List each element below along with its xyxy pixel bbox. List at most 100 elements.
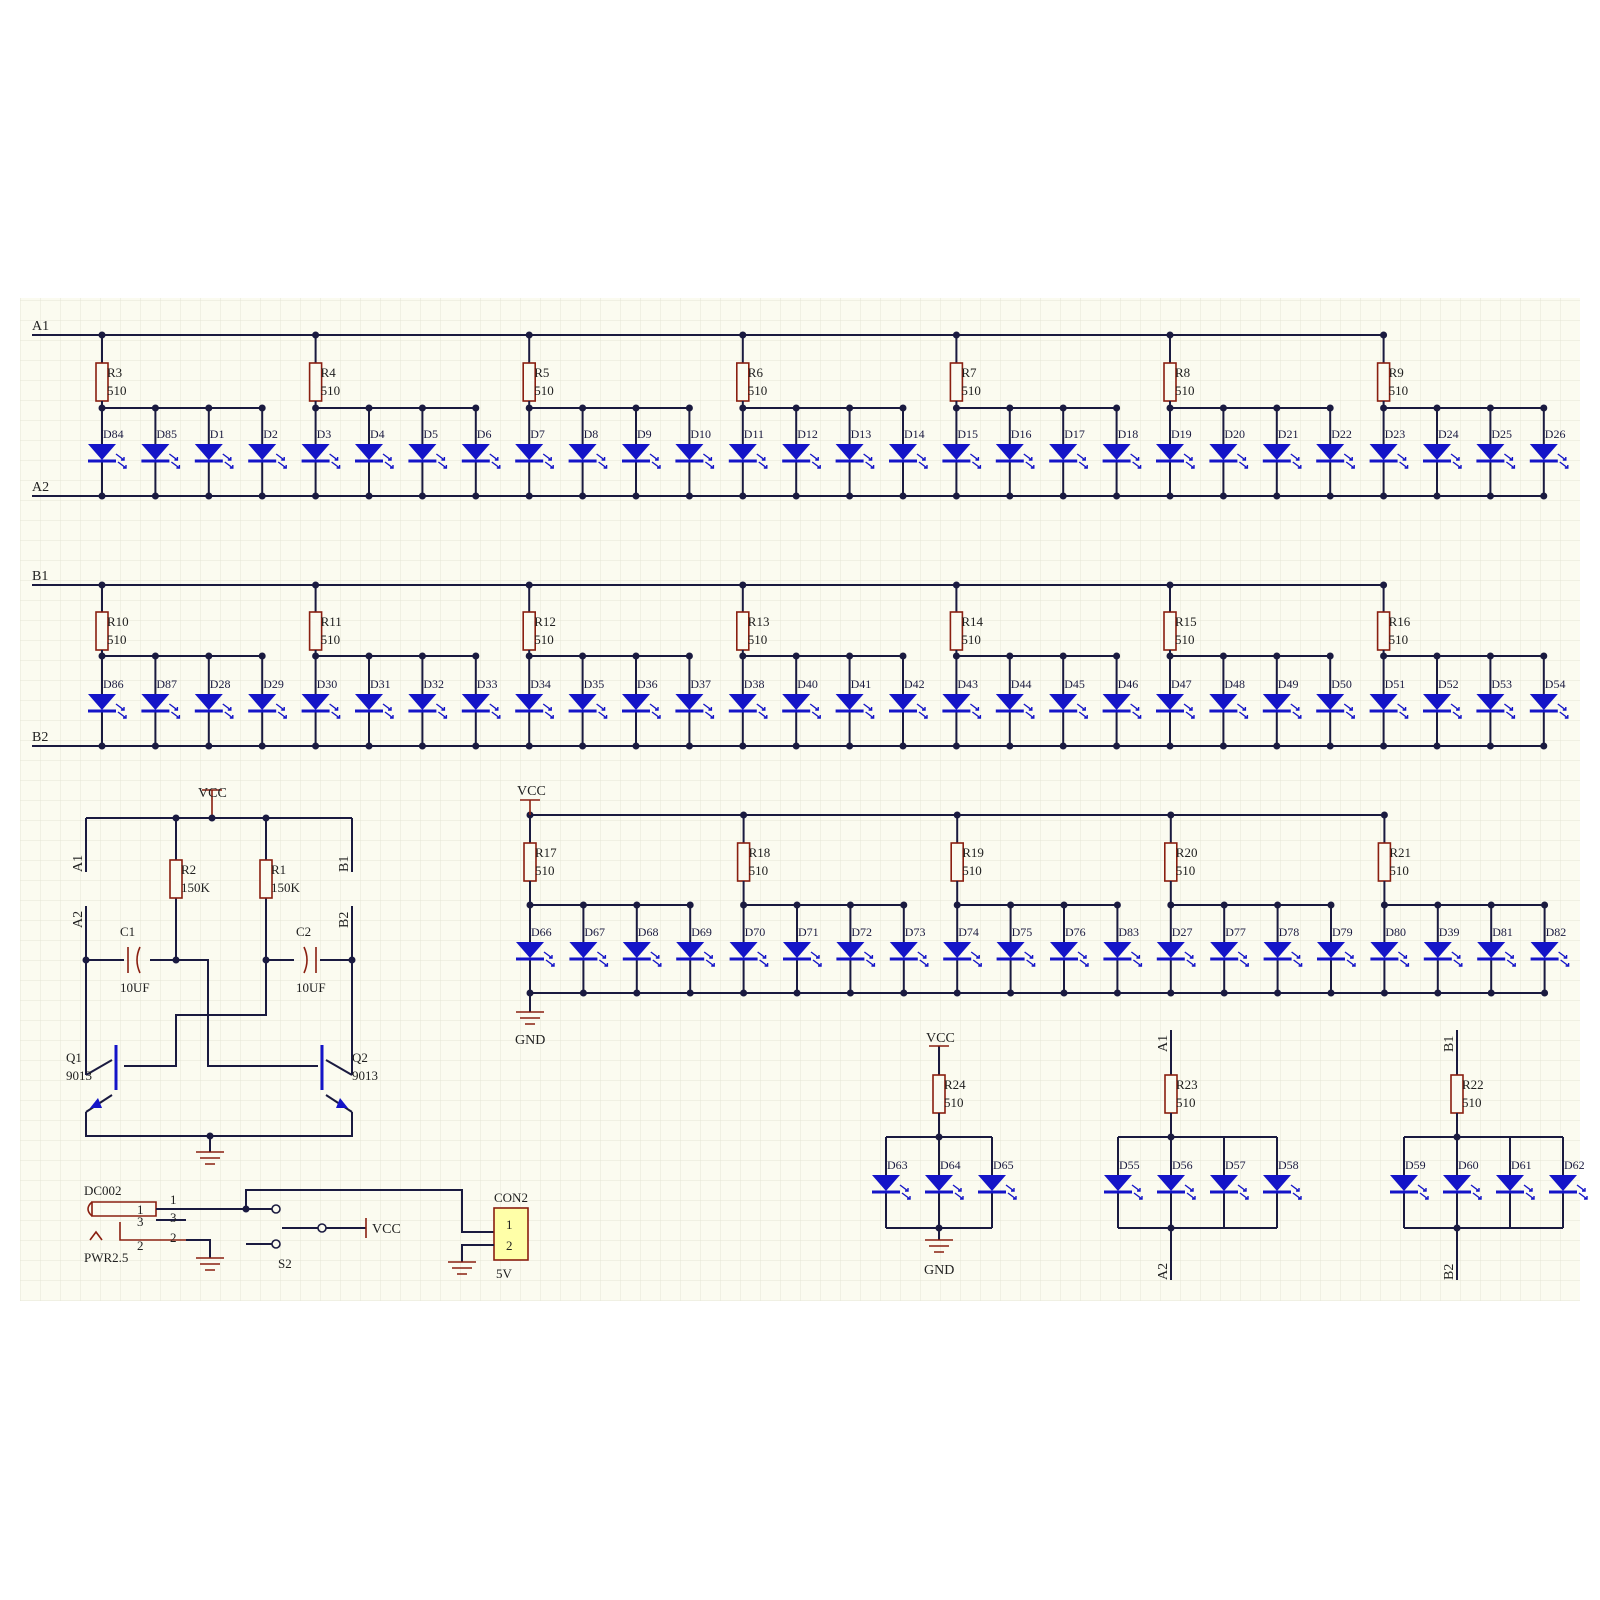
led-designator: D1 bbox=[210, 427, 225, 441]
led-emission-arrows bbox=[115, 453, 127, 469]
resistor-value: 510 bbox=[321, 632, 341, 647]
junction-dot bbox=[953, 901, 961, 909]
junction-dot bbox=[1486, 404, 1494, 412]
junction-dot bbox=[472, 742, 480, 750]
led-triangle bbox=[1156, 942, 1185, 958]
led-d8: D8 bbox=[568, 427, 608, 469]
resistor-ref: R4 bbox=[321, 365, 337, 380]
resistor-ref: R18 bbox=[749, 845, 771, 860]
c1-ref: C1 bbox=[120, 924, 135, 939]
led-designator: D2 bbox=[263, 427, 278, 441]
led-designator: D56 bbox=[1172, 1158, 1193, 1172]
led-designator: D52 bbox=[1438, 677, 1459, 691]
led-d73: D73 bbox=[889, 925, 929, 967]
led-emission-arrows bbox=[969, 453, 982, 469]
led-d55: D55 bbox=[1104, 1158, 1143, 1200]
led-designator: D29 bbox=[263, 677, 284, 691]
led-triangle bbox=[675, 694, 704, 710]
osc-vcc-label: VCC bbox=[198, 786, 227, 801]
junction-dot bbox=[579, 742, 587, 750]
led-emission-arrows bbox=[1023, 453, 1035, 469]
junction-dot bbox=[846, 492, 854, 500]
jack-pin-1-outer: 1 bbox=[170, 1192, 177, 1207]
led-d7: D7 bbox=[515, 427, 554, 469]
led-triangle bbox=[1156, 694, 1184, 710]
led-triangle bbox=[1316, 444, 1345, 460]
junction-dot bbox=[1433, 652, 1441, 660]
led-d31: D31 bbox=[355, 677, 394, 719]
junction-dot bbox=[418, 404, 426, 412]
bank-c-gnd-label: GND bbox=[515, 1033, 545, 1048]
led-d81: D81 bbox=[1477, 925, 1516, 967]
junction-dot bbox=[151, 652, 159, 660]
junction-dot bbox=[1167, 901, 1175, 909]
junction-dot bbox=[1540, 404, 1548, 412]
led-designator: D25 bbox=[1491, 427, 1512, 441]
junction-dot bbox=[258, 404, 266, 412]
led-designator: D46 bbox=[1118, 677, 1139, 691]
led-designator: D23 bbox=[1385, 427, 1406, 441]
led-designator: D9 bbox=[637, 427, 652, 441]
resistor-ref: R7 bbox=[961, 365, 977, 380]
small-b2-label: B2 bbox=[1442, 1264, 1457, 1280]
led-d84: D84 bbox=[88, 427, 127, 469]
led-d63: D63 bbox=[872, 1158, 911, 1200]
junction-dot bbox=[312, 581, 320, 589]
led-triangle bbox=[461, 444, 490, 460]
led-d45: D45 bbox=[1049, 677, 1088, 719]
led-d27: D27 bbox=[1156, 925, 1196, 967]
junction-dot bbox=[205, 742, 213, 750]
led-designator: D78 bbox=[1279, 925, 1300, 939]
junction-dot bbox=[632, 492, 640, 500]
led-emission-arrows bbox=[1397, 703, 1409, 719]
led-emission-arrows bbox=[1451, 951, 1463, 967]
led-d10: D10 bbox=[675, 427, 715, 469]
switch-ref: S2 bbox=[278, 1256, 292, 1271]
junction-dot bbox=[1219, 652, 1227, 660]
led-designator: D10 bbox=[690, 427, 711, 441]
led-triangle bbox=[1476, 694, 1505, 710]
led-designator: D27 bbox=[1172, 925, 1193, 939]
led-triangle bbox=[1102, 694, 1131, 710]
led-emission-arrows bbox=[1023, 703, 1035, 719]
led-triangle bbox=[995, 444, 1024, 460]
resistor-ref: R15 bbox=[1175, 614, 1197, 629]
junction-dot bbox=[846, 742, 854, 750]
led-triangle bbox=[1210, 1175, 1238, 1191]
led-triangle bbox=[1209, 694, 1238, 710]
led-designator: D54 bbox=[1545, 677, 1566, 691]
led-triangle bbox=[248, 694, 277, 710]
junction-dot bbox=[258, 652, 266, 660]
bank-c-vcc-label: VCC bbox=[517, 784, 546, 799]
led-d49: D49 bbox=[1262, 677, 1302, 719]
resistor-r1 bbox=[259, 859, 273, 899]
led-d60: D60 bbox=[1443, 1158, 1482, 1200]
junction-dot bbox=[525, 742, 533, 750]
junction-dot bbox=[633, 989, 641, 997]
osc-ground-symbol bbox=[196, 1151, 224, 1165]
led-triangle bbox=[516, 942, 544, 958]
led-triangle bbox=[978, 1175, 1006, 1191]
led-emission-arrows bbox=[899, 1184, 911, 1200]
junction-dot bbox=[1219, 404, 1227, 412]
led-emission-arrows bbox=[596, 703, 608, 719]
led-triangle bbox=[995, 694, 1024, 710]
led-d59: D59 bbox=[1390, 1158, 1429, 1200]
led-triangle bbox=[355, 694, 383, 710]
led-d37: D37 bbox=[675, 677, 715, 719]
led-triangle bbox=[568, 444, 597, 460]
resistor-value: 510 bbox=[321, 383, 341, 398]
resistor-value: 510 bbox=[534, 383, 554, 398]
junction-dot bbox=[633, 901, 641, 909]
junction-dot bbox=[739, 492, 747, 500]
jack-ground-symbol bbox=[196, 1257, 224, 1271]
resistor-ref: R11 bbox=[321, 614, 342, 629]
junction-dot bbox=[418, 492, 426, 500]
junction-dot bbox=[632, 742, 640, 750]
led-d2: D2 bbox=[248, 427, 287, 469]
led-emission-arrows bbox=[756, 703, 768, 719]
led-triangle bbox=[1156, 444, 1184, 460]
led-triangle bbox=[1263, 942, 1292, 958]
led-designator: D41 bbox=[851, 677, 872, 691]
